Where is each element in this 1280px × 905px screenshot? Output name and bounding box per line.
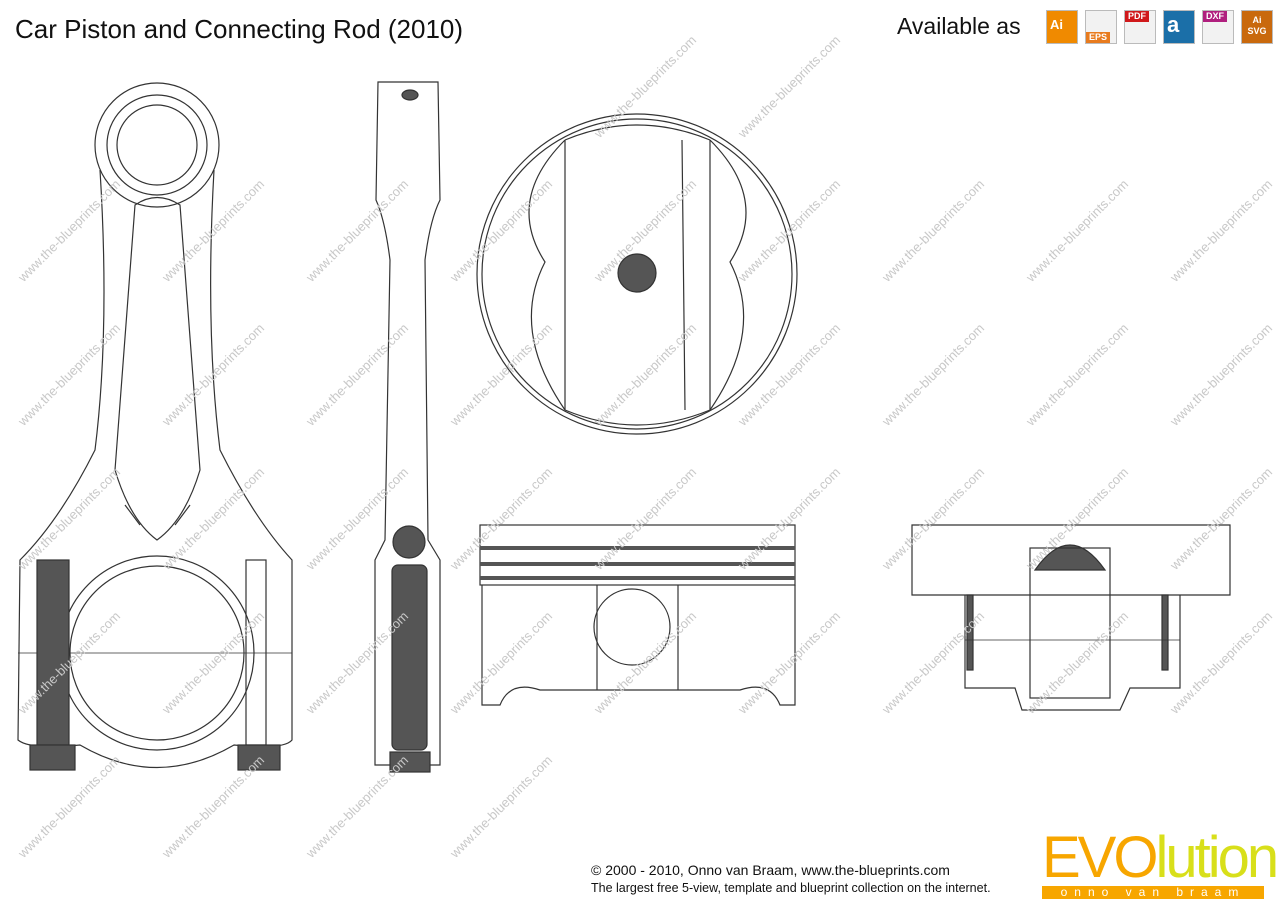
format-dxf-icon[interactable]: DXF [1202, 10, 1234, 44]
available-as-label: Available as [897, 13, 1021, 39]
connecting-rod-front-view [17, 82, 293, 771]
format-label: Ai [1050, 17, 1063, 32]
format-label: Ai SVG [1247, 15, 1267, 36]
format-a-icon[interactable]: a [1163, 10, 1195, 44]
format-label: PDF [1125, 11, 1149, 22]
logo-subtitle: onno van braam [1042, 886, 1264, 899]
piston-side-view [479, 524, 796, 706]
format-label: EPS [1086, 32, 1111, 43]
format-label: a [1167, 12, 1180, 37]
format-ai-icon[interactable]: Ai [1046, 10, 1078, 44]
evolution-logo: EVOlution onno van braam [1042, 829, 1279, 900]
format-svg-icon[interactable]: Ai SVG [1241, 10, 1273, 44]
logo-evo: EVO [1042, 825, 1158, 890]
piston-top-view [476, 113, 798, 435]
piston-section-view [911, 524, 1231, 711]
tagline-text: The largest free 5-view, template and bl… [591, 881, 991, 895]
format-pdf-icon[interactable]: PDF [1124, 10, 1156, 44]
logo-lution: lution [1155, 825, 1280, 890]
format-eps-icon[interactable]: EPS [1085, 10, 1117, 44]
page-title: Car Piston and Connecting Rod (2010) [15, 14, 464, 44]
copyright-text: © 2000 - 2010, Onno van Braam, www.the-b… [591, 862, 950, 878]
format-label: DXF [1203, 11, 1227, 22]
connecting-rod-side-view [374, 81, 441, 773]
